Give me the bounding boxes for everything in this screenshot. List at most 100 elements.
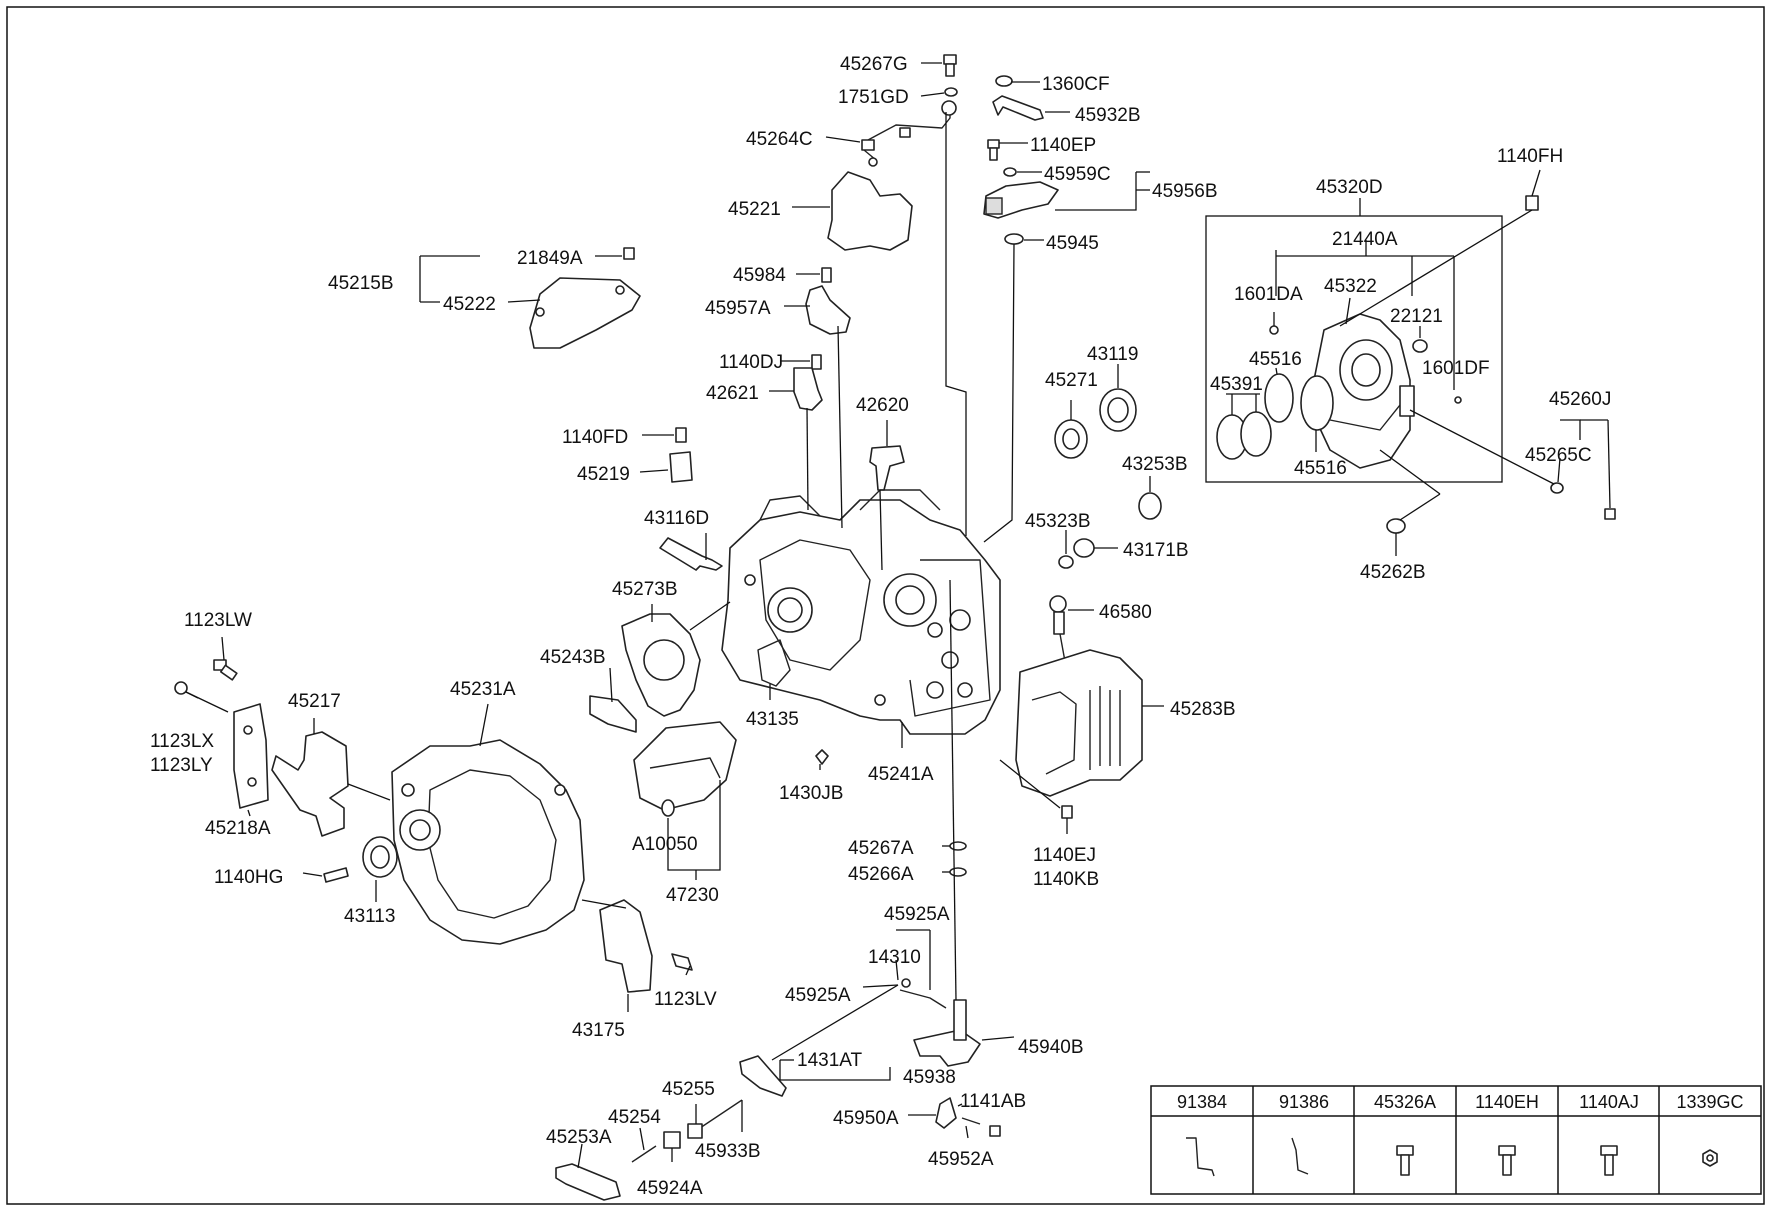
label-45950A[interactable]: 45950A bbox=[833, 1108, 899, 1129]
label-46580[interactable]: 46580 bbox=[1099, 602, 1152, 623]
label-45253A[interactable]: 45253A bbox=[546, 1127, 612, 1148]
seal-ring-45516-a-icon bbox=[1264, 373, 1294, 423]
bracket-45957A-icon bbox=[805, 285, 851, 335]
clip-45219-icon bbox=[669, 451, 693, 483]
label-22121[interactable]: 22121 bbox=[1390, 306, 1443, 327]
label-45984[interactable]: 45984 bbox=[733, 265, 786, 286]
oring-45267A-icon bbox=[949, 841, 967, 851]
label-1123LX[interactable]: 1123LX bbox=[150, 731, 214, 752]
label-1751GD[interactable]: 1751GD bbox=[838, 87, 909, 108]
label-45241A[interactable]: 45241A bbox=[868, 764, 934, 785]
label-1123LY[interactable]: 1123LY bbox=[150, 755, 213, 776]
label-45925A[interactable]: 45925A bbox=[785, 985, 851, 1006]
label-45273B[interactable]: 45273B bbox=[612, 579, 678, 600]
label-1140EJ[interactable]: 1140EJ bbox=[1033, 845, 1096, 866]
label-45265C[interactable]: 45265C bbox=[1525, 445, 1592, 466]
oring-45262B-icon bbox=[1386, 518, 1406, 534]
bracket-icon bbox=[1186, 1137, 1215, 1177]
label-1360CF[interactable]: 1360CF bbox=[1042, 74, 1110, 95]
label-45957A[interactable]: 45957A bbox=[705, 298, 771, 319]
oring-A10050-icon bbox=[661, 799, 675, 817]
transmission-case-icon bbox=[721, 489, 1001, 735]
label-45945[interactable]: 45945 bbox=[1046, 233, 1099, 254]
label-45262B[interactable]: 45262B bbox=[1360, 562, 1426, 583]
label-45219[interactable]: 45219 bbox=[577, 464, 630, 485]
label-43119[interactable]: 43119 bbox=[1087, 344, 1138, 365]
label-1601DF[interactable]: 1601DF bbox=[1422, 358, 1490, 379]
label-21440A[interactable]: 21440A bbox=[1332, 229, 1398, 250]
label-1140KB[interactable]: 1140KB bbox=[1033, 869, 1099, 890]
label-45264C[interactable]: 45264C bbox=[746, 129, 813, 150]
label-45940B[interactable]: 45940B bbox=[1018, 1037, 1084, 1058]
label-43253B[interactable]: 43253B bbox=[1122, 454, 1188, 475]
bolt-icon bbox=[1600, 1145, 1618, 1176]
label-45924A[interactable]: 45924A bbox=[637, 1178, 703, 1199]
label-1123LW[interactable]: 1123LW bbox=[184, 610, 252, 631]
label-45323B[interactable]: 45323B bbox=[1025, 511, 1091, 532]
sensor-42620-icon bbox=[869, 445, 905, 491]
table-header-1140AJ: 1140AJ bbox=[1579, 1092, 1639, 1112]
label-45255[interactable]: 45255 bbox=[662, 1079, 715, 1100]
bracket-45218A-icon bbox=[233, 703, 269, 809]
label-45932B[interactable]: 45932B bbox=[1075, 105, 1141, 126]
label-45215B[interactable]: 45215B bbox=[328, 273, 394, 294]
label-43135[interactable]: 43135 bbox=[746, 709, 799, 730]
bolt-45260J-icon bbox=[1604, 508, 1616, 520]
label-43171B[interactable]: 43171B bbox=[1123, 540, 1189, 561]
label-1140DJ[interactable]: 1140DJ bbox=[719, 352, 783, 373]
label-1140EP[interactable]: 1140EP bbox=[1030, 135, 1096, 156]
label-45243B[interactable]: 45243B bbox=[540, 647, 606, 668]
label-45267A[interactable]: 45267A bbox=[848, 838, 914, 859]
part-labels: 45267G 1751GD 1360CF 45932B 45264C 1140E… bbox=[150, 54, 1611, 1199]
label-45956B[interactable]: 45956B bbox=[1152, 181, 1218, 202]
pin-45254-icon bbox=[631, 1145, 657, 1163]
pin-1430JB-icon bbox=[815, 749, 829, 765]
label-42620[interactable]: 42620 bbox=[856, 395, 909, 416]
label-45952A[interactable]: 45952A bbox=[928, 1149, 994, 1170]
label-45222[interactable]: 45222 bbox=[443, 294, 496, 315]
label-45217[interactable]: 45217 bbox=[288, 691, 341, 712]
label-45267G[interactable]: 45267G bbox=[840, 54, 908, 75]
leader-lines bbox=[185, 62, 1611, 1169]
label-45938[interactable]: 45938 bbox=[903, 1067, 956, 1088]
label-14310[interactable]: 14310 bbox=[868, 947, 921, 968]
label-43113[interactable]: 43113 bbox=[344, 906, 395, 927]
label-45320D[interactable]: 45320D bbox=[1316, 177, 1383, 198]
filter-47230-icon bbox=[633, 721, 737, 811]
sealant-tube-43116D-icon bbox=[659, 537, 723, 571]
label-45283B[interactable]: 45283B bbox=[1170, 699, 1236, 720]
label-45516-a[interactable]: 45516 bbox=[1249, 349, 1302, 370]
label-1140FD[interactable]: 1140FD bbox=[562, 427, 628, 448]
label-1601DA[interactable]: 1601DA bbox=[1234, 284, 1303, 305]
label-45266A[interactable]: 45266A bbox=[848, 864, 914, 885]
bolt-1140EP-icon bbox=[987, 139, 1000, 161]
label-47230[interactable]: 47230 bbox=[666, 885, 719, 906]
label-45925A-top[interactable]: 45925A bbox=[884, 904, 950, 925]
label-45516-b[interactable]: 45516 bbox=[1294, 458, 1347, 479]
label-1123LV[interactable]: 1123LV bbox=[654, 989, 717, 1010]
label-43175[interactable]: 43175 bbox=[572, 1020, 625, 1041]
bolt-45267G-icon bbox=[943, 54, 957, 77]
label-45254[interactable]: 45254 bbox=[608, 1107, 661, 1128]
parts-table: 91384 91386 45326A 1140EH 1140AJ 1339GC bbox=[1150, 1085, 1762, 1195]
label-42621[interactable]: 42621 bbox=[706, 383, 759, 404]
label-43116D[interactable]: 43116D bbox=[644, 508, 709, 529]
label-45221[interactable]: 45221 bbox=[728, 199, 781, 220]
label-45260J[interactable]: 45260J bbox=[1549, 389, 1611, 410]
label-1431AT[interactable]: 1431AT bbox=[797, 1050, 863, 1071]
label-45322[interactable]: 45322 bbox=[1324, 276, 1377, 297]
label-45933B[interactable]: 45933B bbox=[695, 1141, 761, 1162]
label-45218A[interactable]: 45218A bbox=[205, 818, 271, 839]
label-45271[interactable]: 45271 bbox=[1045, 370, 1098, 391]
label-1140FH[interactable]: 1140FH bbox=[1497, 146, 1563, 167]
label-A10050[interactable]: A10050 bbox=[632, 834, 698, 855]
label-45959C[interactable]: 45959C bbox=[1044, 164, 1111, 185]
label-1141AB[interactable]: 1141AB bbox=[960, 1091, 1026, 1112]
table-header-91386: 91386 bbox=[1279, 1092, 1329, 1112]
label-45231A[interactable]: 45231A bbox=[450, 679, 516, 700]
label-21849A[interactable]: 21849A bbox=[517, 248, 583, 269]
plate-45243B-icon bbox=[589, 695, 637, 733]
label-1430JB[interactable]: 1430JB bbox=[779, 783, 843, 804]
label-1140HG[interactable]: 1140HG bbox=[214, 867, 283, 888]
label-45391[interactable]: 45391 bbox=[1210, 374, 1263, 395]
